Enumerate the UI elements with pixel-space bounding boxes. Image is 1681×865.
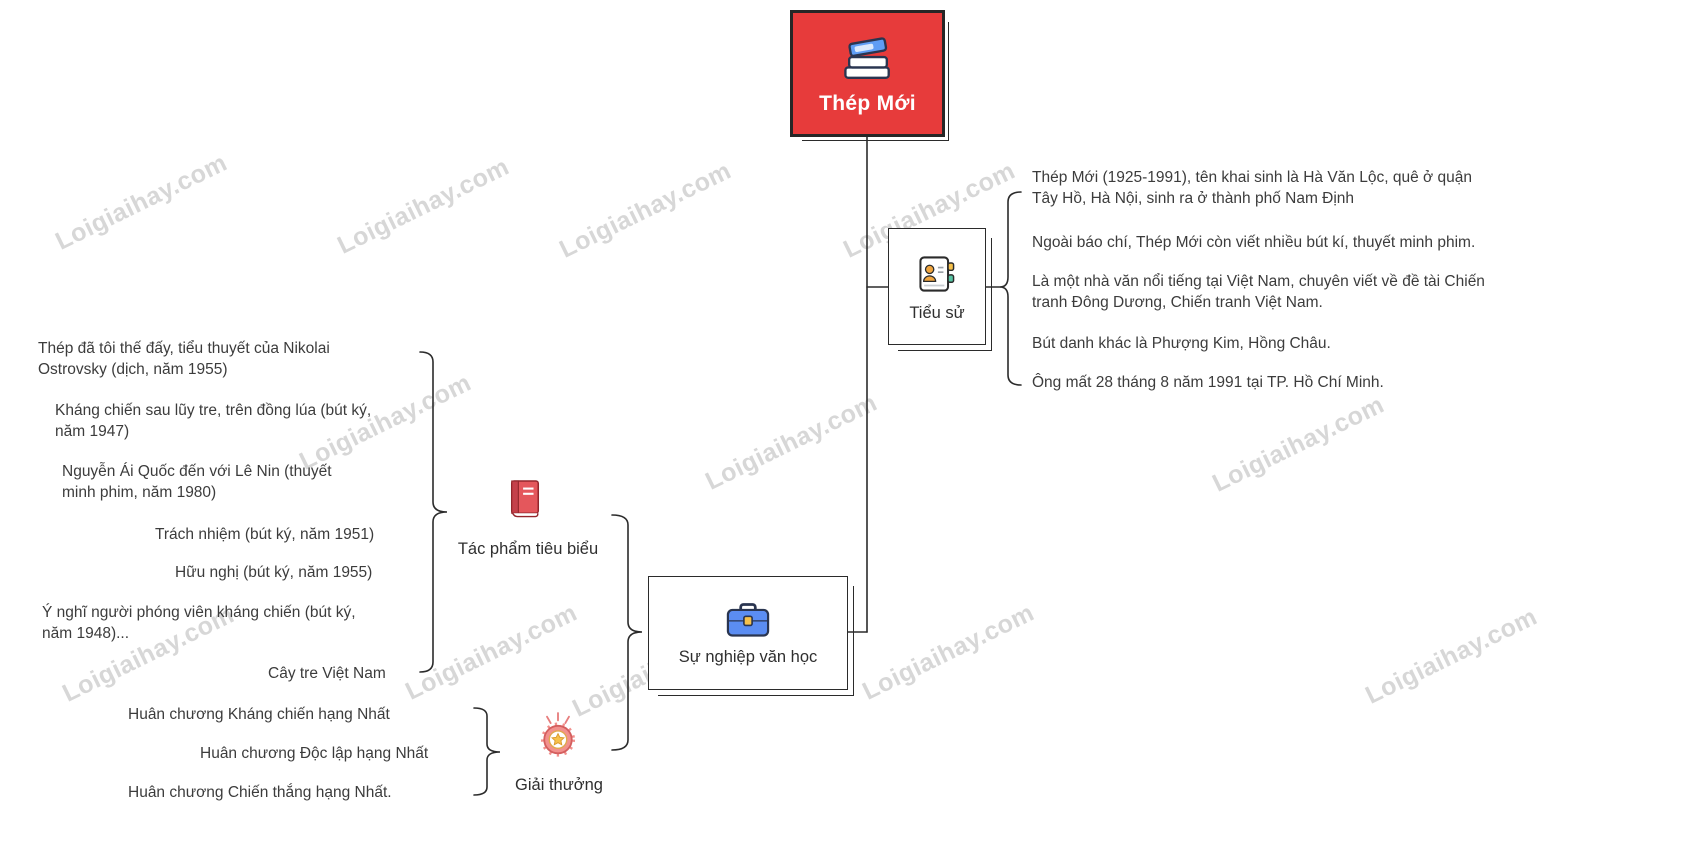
- award-item: Huân chương Kháng chiến hạng Nhất: [128, 706, 390, 723]
- work-item: Nguyễn Ái Quốc đến với Lê Nin (thuyết mi…: [62, 463, 332, 502]
- briefcase-icon: [726, 603, 770, 637]
- biography-label: Tiểu sử: [909, 303, 965, 322]
- work-item: Ý nghĩ người phóng viên kháng chiến (bút…: [42, 604, 356, 643]
- books-icon: [843, 37, 890, 79]
- book-icon: [510, 480, 540, 518]
- award-item: Huân chương Chiến thắng hạng Nhất.: [128, 784, 392, 801]
- root-node: Thép Mới: [790, 10, 949, 141]
- work-item: Cây tre Việt Nam: [268, 665, 386, 682]
- work-item: Hữu nghị (bút ký, năm 1955): [175, 564, 373, 581]
- contact-card-icon: [919, 255, 955, 292]
- works-label: Tác phẩm tiêu biểu: [457, 540, 599, 558]
- awards-branch: [536, 710, 580, 765]
- work-item: Thép đã tôi thế đấy, tiểu thuyết của Nik…: [38, 340, 330, 379]
- works-branch: [507, 477, 543, 526]
- medal-icon: [540, 712, 576, 757]
- work-item: Kháng chiến sau lũy tre, trên đồng lúa (…: [55, 402, 372, 441]
- work-item: Trách nhiệm (bút ký, năm 1951): [155, 526, 375, 543]
- works-brace: [419, 351, 448, 673]
- biography-item: Bút danh khác là Phượng Kim, Hồng Châu.: [1032, 335, 1331, 352]
- biography-item: Thép Mới (1925-1991), tên khai sinh là H…: [1032, 169, 1472, 208]
- biography-item: Ông mất 28 tháng 8 năm 1991 tại TP. Hồ C…: [1032, 374, 1384, 391]
- award-item: Huân chương Độc lập hạng Nhất: [200, 745, 429, 762]
- career-node: Sự nghiệp văn học: [648, 576, 854, 696]
- awards-brace: [473, 707, 501, 796]
- career-label: Sự nghiệp văn học: [678, 648, 818, 666]
- biography-item: Là một nhà văn nổi tiếng tại Việt Nam, c…: [1032, 273, 1485, 312]
- biography-node: Tiểu sử: [888, 228, 992, 351]
- career-brace: [611, 514, 643, 751]
- root-title: Thép Mới: [819, 92, 916, 115]
- biography-brace: [999, 191, 1022, 386]
- biography-item: Ngoài báo chí, Thép Mới còn viết nhiều b…: [1032, 234, 1476, 251]
- awards-label: Giải thưởng: [515, 776, 603, 794]
